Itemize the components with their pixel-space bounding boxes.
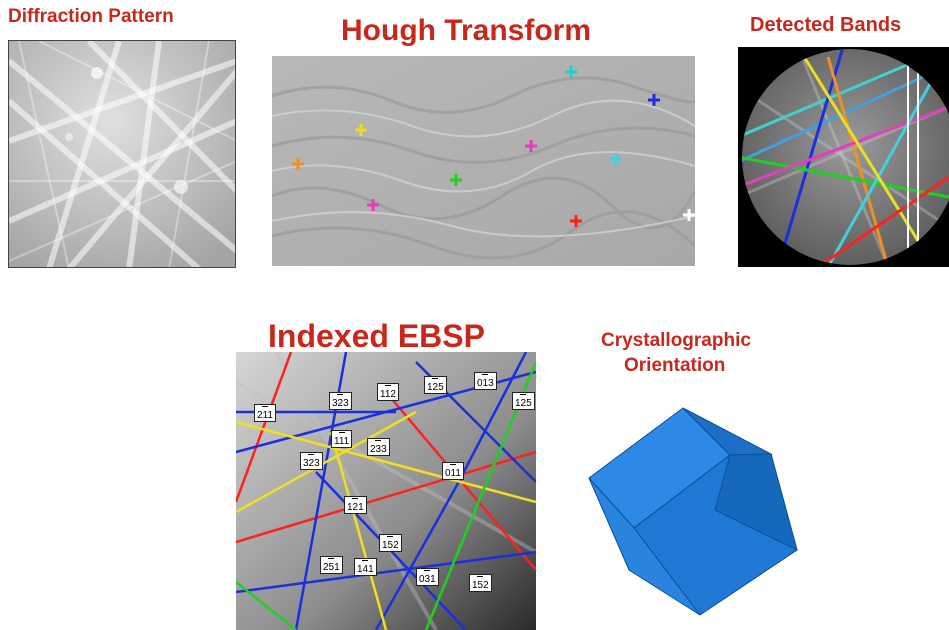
index-label: 013 <box>474 372 497 390</box>
index-label: 152 <box>469 574 492 592</box>
title-orientation-line2: Orientation <box>624 355 726 376</box>
diffraction-pattern-image <box>8 40 236 268</box>
index-label: 111 <box>331 430 353 448</box>
title-hough-transform: Hough Transform <box>341 14 592 47</box>
index-label: 141 <box>354 558 377 576</box>
index-label: 125 <box>424 376 447 394</box>
hough-transform-image <box>272 56 695 266</box>
indexed-ebsp-image: 211 323 112 125 013 125 111 233 323 011 … <box>236 352 536 630</box>
index-label: 251 <box>320 556 343 574</box>
index-label: 011 <box>442 462 464 480</box>
title-detected-bands: Detected Bands <box>750 14 902 36</box>
title-indexed-ebsp: Indexed EBSP <box>268 318 485 354</box>
index-label: 323 <box>329 392 352 410</box>
orientation-cube <box>585 400 800 625</box>
index-label: 152 <box>379 534 402 552</box>
detected-bands-image <box>738 47 949 267</box>
index-label: 112 <box>377 383 399 401</box>
index-label: 031 <box>416 568 439 586</box>
index-label: 121 <box>344 496 367 514</box>
index-label: 125 <box>512 392 535 410</box>
title-diffraction-pattern: Diffraction Pattern <box>8 6 174 27</box>
index-label: 233 <box>367 438 390 456</box>
index-label: 211 <box>254 404 276 422</box>
index-label: 323 <box>300 452 323 470</box>
title-orientation-line1: Crystallographic <box>601 330 751 351</box>
